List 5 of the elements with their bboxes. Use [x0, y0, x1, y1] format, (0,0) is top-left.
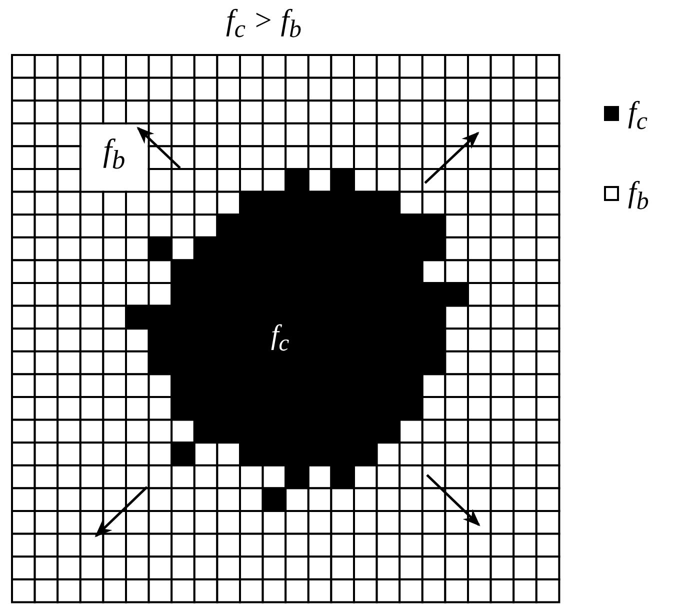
legend-label: f$_{b}$	[628, 178, 649, 214]
legend-label: f$_{c}$	[628, 98, 648, 134]
region-label: f$_{c}$	[271, 322, 290, 356]
title: f$_{c}$ > f$_{b}$	[226, 6, 302, 42]
region-label: f$_{b}$	[103, 134, 126, 174]
